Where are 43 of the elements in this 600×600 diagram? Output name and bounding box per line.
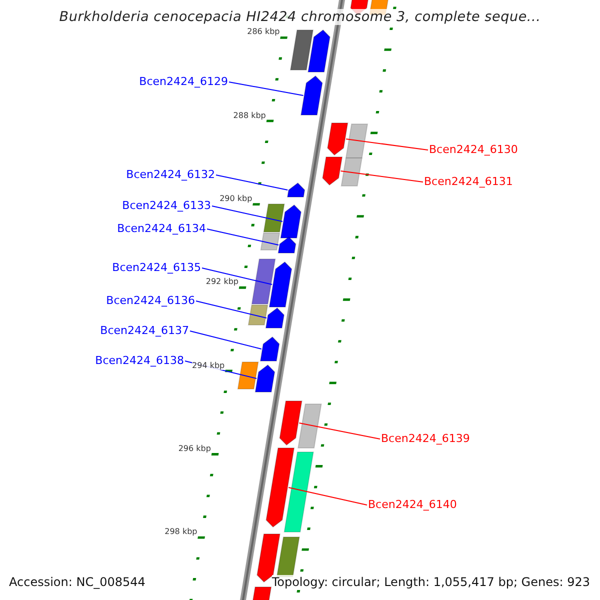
gene-label: Bcen2424_6139	[381, 432, 470, 445]
gene-block	[322, 156, 343, 186]
scale-label: 294 kbp	[192, 361, 225, 370]
scale-label: 290 kbp	[220, 194, 252, 203]
gene-block	[300, 75, 323, 116]
gene-label: Bcen2424_6140	[368, 498, 457, 511]
gene-block	[327, 122, 348, 156]
leader-line	[340, 170, 424, 182]
gene-block	[278, 236, 296, 254]
gene-block	[250, 586, 272, 600]
gene-label: Bcen2424_6135	[112, 261, 201, 274]
gene-label: Bcen2424_6138	[95, 354, 184, 367]
leader-line	[298, 422, 380, 440]
leader-line	[206, 228, 280, 246]
gene-label: Bcen2424_6130	[429, 143, 518, 156]
leader-line	[228, 82, 304, 96]
gene-block	[279, 400, 302, 446]
scale-label: 286 kbp	[247, 27, 280, 36]
leader-line	[212, 206, 283, 222]
scale-label: 296 kbp	[178, 444, 211, 453]
leader-line	[202, 268, 273, 285]
gene-label: Bcen2424_6136	[106, 294, 195, 307]
scale-label: 298 kbp	[164, 527, 198, 536]
scale-label: 288 kbp	[233, 111, 266, 120]
gene-label: Bcen2424_6133	[122, 199, 211, 212]
gene-block	[265, 307, 285, 328]
scale-label: 292 kbp	[206, 277, 238, 286]
accession-text: Accession: NC_008544	[9, 575, 146, 589]
gene-label: Bcen2424_6129	[139, 75, 228, 88]
gene-block	[286, 182, 306, 198]
leader-line	[346, 138, 428, 150]
leader-line	[216, 174, 288, 190]
gene-label: Bcen2424_6132	[126, 168, 215, 181]
gene-block	[254, 364, 276, 392]
gene-block	[308, 29, 330, 72]
gene-label: Bcen2424_6137	[100, 324, 189, 337]
leader-line	[196, 300, 268, 318]
gene-label: Bcen2424_6134	[117, 222, 206, 235]
gene-block	[260, 336, 280, 362]
leader-line	[288, 487, 368, 506]
gene-label: Bcen2424_6131	[424, 175, 513, 188]
leader-line	[190, 330, 262, 350]
summary-text: Topology: circular; Length: 1,055,417 bp; Genes: 923	[272, 575, 590, 589]
